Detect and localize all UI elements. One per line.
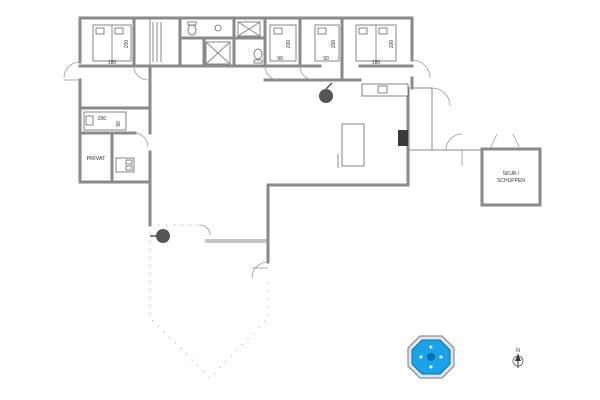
bedroom-1-bed: 180 200 xyxy=(92,24,132,66)
bed-width-label: 90 xyxy=(323,56,329,62)
shed-label-line2: SCHUPPEN xyxy=(497,178,525,184)
bed-length-label: 200 xyxy=(331,40,337,49)
bed-width-label: 180 xyxy=(108,60,117,66)
wood-stove-icon xyxy=(319,82,333,103)
exterior-walls xyxy=(78,16,414,264)
stove xyxy=(398,130,408,146)
bed-length-label: 200 xyxy=(389,40,395,49)
private-room: PRIVAT xyxy=(86,156,135,173)
bed-width-label: 90 xyxy=(116,121,122,127)
north-label: N xyxy=(516,348,520,354)
doors xyxy=(63,59,431,279)
kitchen-island xyxy=(341,123,365,167)
bedroom-2-bed: 90 200 xyxy=(269,24,297,62)
terrace-outline xyxy=(149,184,400,379)
bedroom-5-bed: 200 90 xyxy=(83,111,127,131)
bed-width-label: 180 xyxy=(372,60,381,66)
bedroom-3-bed: 90 200 xyxy=(314,24,340,62)
bed-length-label: 200 xyxy=(98,116,107,122)
outdoor-grill-icon xyxy=(150,229,170,243)
hot-tub xyxy=(407,335,455,379)
annex-walls xyxy=(408,87,482,166)
bed-width-label: 90 xyxy=(277,56,283,62)
north-arrow-icon: N xyxy=(512,348,524,368)
bathroom-fixtures xyxy=(187,21,263,65)
bedroom-4-bed: 180 200 xyxy=(355,24,397,66)
shed-label-line1: SKUR / xyxy=(503,171,520,177)
private-room-label: PRIVAT xyxy=(86,156,106,162)
bed-length-label: 200 xyxy=(124,40,130,49)
bed-length-label: 200 xyxy=(286,40,292,49)
shed: SKUR / SCHUPPEN xyxy=(480,133,542,207)
